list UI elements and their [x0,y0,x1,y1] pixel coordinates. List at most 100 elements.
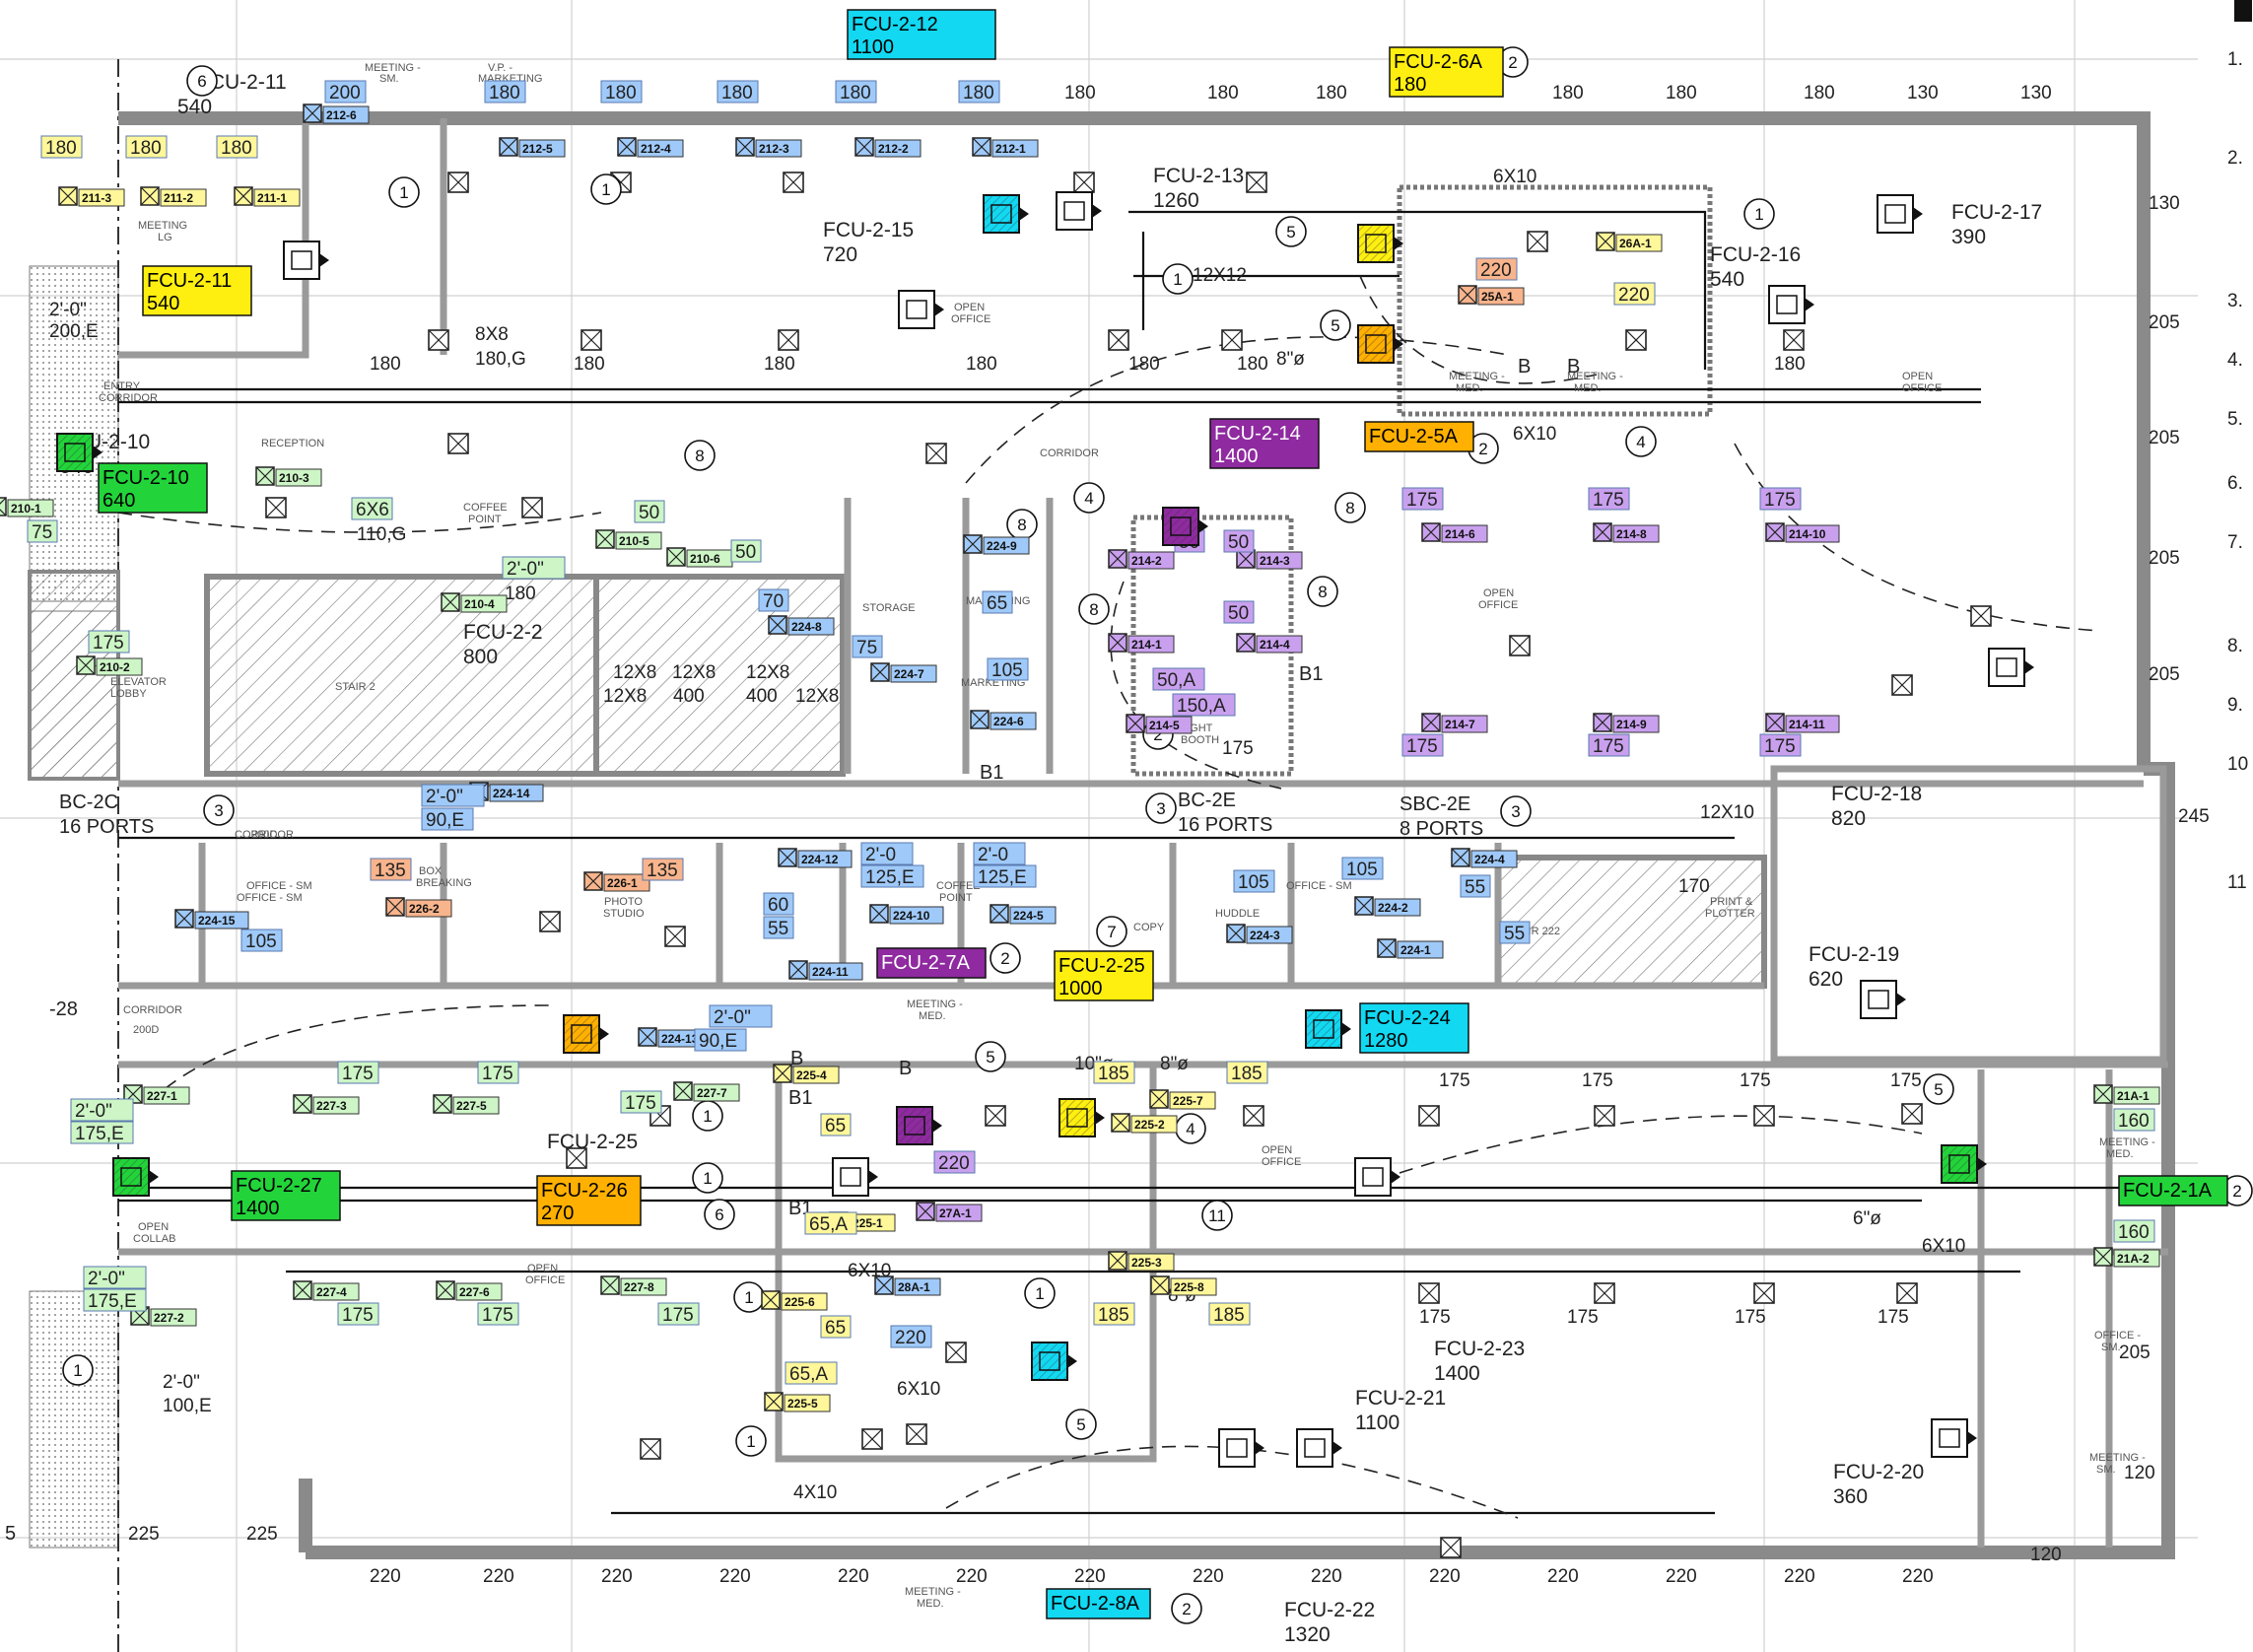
terminal-tag: 224-5 [990,904,1057,925]
svg-text:105: 105 [245,931,277,952]
fcu-callout: FCU-2-1A [2118,1175,2228,1206]
svg-text:27A-1: 27A-1 [939,1206,972,1220]
svg-text:ELEVATOR: ELEVATOR [110,676,167,688]
reference-circle: 8 [1078,593,1110,625]
unit-cfm: 1400 [1434,1362,1480,1385]
svg-text:180: 180 [1064,83,1096,103]
svg-text:185: 185 [1231,1064,1263,1084]
svg-text:175: 175 [342,1305,374,1326]
svg-text:220: 220 [1547,1566,1579,1587]
airflow-value-box: 105 [987,657,1029,681]
reference-circle: 5 [1065,1409,1097,1440]
svg-text:220: 220 [895,1328,926,1348]
svg-text:400: 400 [673,686,705,707]
svg-text:226-2: 226-2 [409,902,440,916]
terminal-tag: 212-3 [735,137,802,158]
svg-text:50: 50 [1228,532,1249,553]
fcu-unit [896,1106,942,1145]
svg-text:RECEPTION: RECEPTION [261,438,324,449]
fcu-unit [1988,648,2034,687]
reference-circle: 5 [1275,216,1307,247]
airflow-value-box: 175,E [83,1288,147,1312]
svg-text:1: 1 [1173,270,1182,289]
terminal-tag: 224-7 [870,662,937,683]
callout-id: FCU-2-26 [541,1180,628,1202]
svg-text:MEETING -: MEETING - [2099,1136,2155,1148]
svg-text:MEETING -: MEETING - [365,62,421,74]
svg-text:227-7: 227-7 [697,1086,727,1100]
fcu-callout: FCU-2-8A [1046,1588,1151,1619]
unit-id: FCU-2-15 [823,219,914,241]
airflow-value-box: 180 [958,80,1000,103]
ceiling-diffuser [1901,1103,1923,1125]
terminal-tag: 225-6 [761,1290,828,1311]
svg-text:STORAGE: STORAGE [862,602,916,614]
duct-runs [118,210,2168,1515]
svg-text:50: 50 [1228,603,1249,624]
svg-text:225: 225 [128,1524,160,1545]
svg-text:120: 120 [2030,1545,2062,1565]
svg-text:5: 5 [986,1048,994,1067]
terminal-tag: 224-9 [963,534,1030,555]
svg-text:2: 2 [2232,1182,2241,1201]
svg-text:21A-2: 21A-2 [2117,1252,2150,1266]
ceiling-diffuser [1527,231,1548,252]
svg-text:214-2: 214-2 [1131,554,1162,568]
terminal-tag: 214-8 [1593,522,1660,543]
unit-cfm: 1100 [1355,1411,1400,1434]
svg-text:OFFICE - SM: OFFICE - SM [246,880,312,892]
airflow-value-box: 175 [1401,733,1444,757]
svg-text:2'-0": 2'-0" [714,1007,751,1028]
svg-text:12X12: 12X12 [1193,265,1247,286]
svg-text:CORRIDOR: CORRIDOR [1040,447,1099,459]
unit-cfm: 360 [1833,1485,1868,1508]
svg-text:400: 400 [746,686,778,707]
svg-text:135: 135 [375,860,406,881]
svg-text:170: 170 [1678,876,1710,897]
svg-text:6X10: 6X10 [1493,167,1536,187]
airflow-value-box: 2'-0" [502,556,566,580]
notes-marker [2234,0,2252,22]
svg-text:MED.: MED. [2106,1148,2134,1160]
svg-text:210-4: 210-4 [464,597,495,611]
svg-text:65,A: 65,A [809,1214,848,1235]
ceiling-diffuser [1440,1537,1462,1558]
terminal-tag: 21A-1 [2093,1084,2160,1105]
svg-text:211-3: 211-3 [82,191,111,205]
svg-text:175: 175 [1593,736,1624,757]
ceiling-diffuser [925,443,947,464]
terminal-tag: 225-5 [764,1392,831,1412]
svg-text:8: 8 [695,447,704,465]
airflow-value-box: 125,E [973,864,1037,888]
svg-text:227-2: 227-2 [154,1311,184,1325]
airflow-value-box: 50 [634,500,665,523]
svg-text:B1: B1 [980,762,1003,784]
svg-text:MED.: MED. [1456,382,1483,394]
ceiling-diffuser [1418,1282,1440,1304]
svg-text:130: 130 [2020,83,2052,103]
reference-circle: 1 [62,1354,94,1386]
svg-text:110,G: 110,G [357,524,406,545]
svg-text:55: 55 [768,919,788,939]
svg-text:224-14: 224-14 [493,787,530,800]
terminal-tag: 212-1 [972,137,1039,158]
ceiling-diffuser [1753,1282,1775,1304]
airflow-value-box: 220 [1613,282,1656,306]
unit-id: FCU-2-19 [1809,943,1899,966]
airflow-value-box: 150,A [1172,693,1236,717]
svg-text:2'-0": 2'-0" [75,1101,112,1122]
callout-id: FCU-2-6A [1394,51,1483,73]
svg-text:200,E: 200,E [49,321,99,342]
svg-text:2: 2 [1000,949,1009,968]
callout-cfm: 640 [102,490,135,512]
airflow-value-box: 175 [657,1302,700,1326]
unit-id: FCU-2-16 [1710,243,1801,266]
note-number: 8. [2227,636,2243,656]
svg-text:227-3: 227-3 [316,1099,347,1113]
svg-text:200C: 200C [251,829,277,841]
airflow-value-box: 135 [642,858,684,881]
svg-text:1: 1 [746,1432,755,1451]
terminal-tag: 214-7 [1421,713,1488,733]
callout-box [231,1170,341,1221]
